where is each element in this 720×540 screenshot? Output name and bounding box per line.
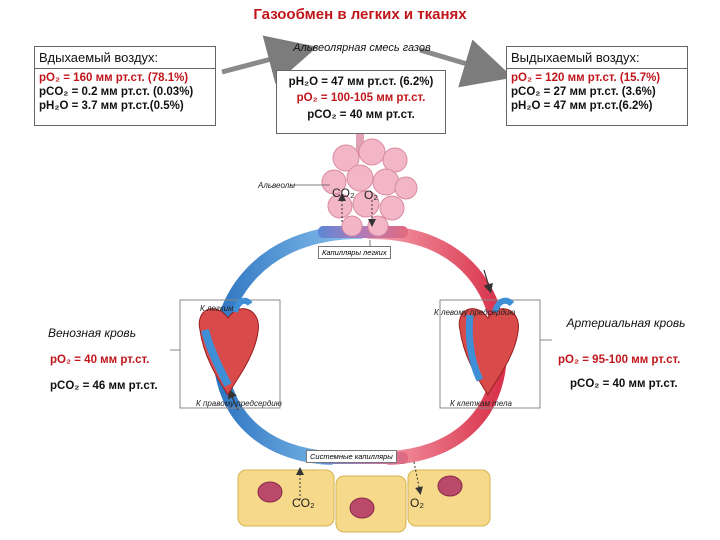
inhaled-pco2: pCO₂ = 0.2 мм рт.ст. (0.03%) [39,86,194,98]
inhaled-header: Вдыхаемый воздух: [35,47,215,69]
alveolar-gas-box: pH₂O = 47 мм рт.ст. (6.2%) pO₂ = 100-105… [276,70,446,134]
exhaled-ph2o: pH₂O = 47 мм рт.ст.(6.2%) [511,100,653,112]
inhaled-po2: pO₂ = 160 мм рт.ст. (78.1%) [39,72,189,84]
arterial-header: Артериальная кровь [566,316,686,330]
venous-header: Венозная кровь [48,326,137,340]
alveoli-co2: CO₂ [332,186,355,200]
exhaled-air-box: Выдыхаемый воздух: pO₂ = 120 мм рт.ст. (… [506,46,688,126]
alveolar-header: Альвеолярная смесь газов [293,42,431,54]
tissue-o2: O₂ [410,496,424,510]
to-right-atrium-label: К правому предсердию [196,399,282,408]
alveolar-pco2: pCO₂ = 40 мм рт.ст. [307,109,415,121]
tissue-co2: CO₂ [292,496,315,510]
alveoli-cluster [321,118,418,237]
to-left-atrium-label: К левому предсердию [434,308,516,317]
exhale-arrow [419,39,514,88]
to-lungs-label: К легким [200,304,234,313]
alveolar-po2: pO₂ = 100-105 мм рт.ст. [296,92,426,104]
exhaled-po2: pO₂ = 120 мм рт.ст. (15.7%) [511,72,661,84]
exhaled-pco2: pCO₂ = 27 мм рт.ст. (3.6%) [511,86,656,98]
page-title: Газообмен в легких и тканях [253,6,467,23]
inhale-arrow [221,35,318,84]
to-body-cells-label: К клеткам тела [450,399,512,408]
lung-capillaries-label: Капилляры легких [318,246,391,259]
alveoli-o2: O₂ [364,188,378,202]
arterial-po2: pO₂ = 95-100 мм рт.ст. [558,354,681,366]
lung-capillaries-band [318,226,408,238]
systemic-capillaries-label: Системные капилляры [306,450,397,463]
exhaled-header: Выдыхаемый воздух: [507,47,687,69]
heart-arterial [439,297,541,409]
heart-venous [179,297,281,409]
tissue-cells [237,469,491,533]
inhaled-air-box: Вдыхаемый воздух: pO₂ = 160 мм рт.ст. (7… [34,46,216,126]
alveolar-ph2o: pH₂O = 47 мм рт.ст. (6.2%) [288,76,434,88]
arterial-pco2: pCO₂ = 40 мм рт.ст. [570,378,678,390]
venous-pco2: pCO₂ = 46 мм рт.ст. [50,380,158,392]
alveoli-label: Альвеолы [258,181,296,190]
venous-po2: pO₂ = 40 мм рт.ст. [50,354,150,366]
inhaled-ph2o: pH₂O = 3.7 мм рт.ст.(0.5%) [39,100,184,112]
